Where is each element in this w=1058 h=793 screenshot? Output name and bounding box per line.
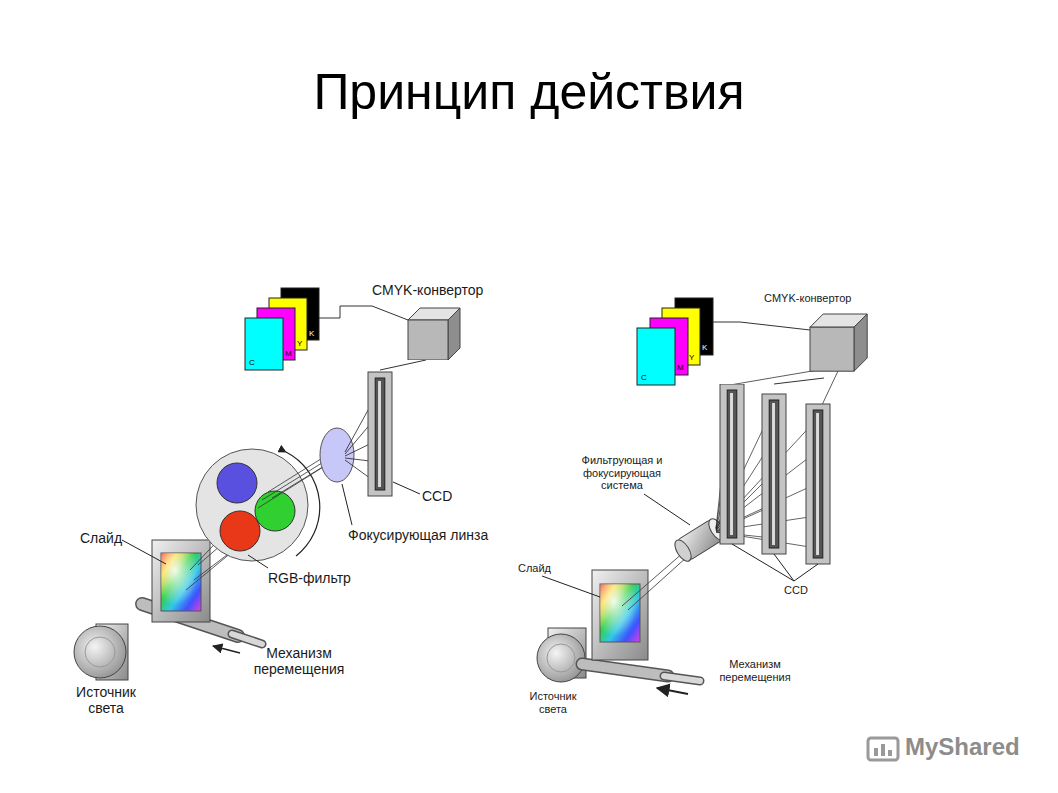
converter-box: CMYK-конвертор [764,292,900,378]
part-label: Слайд [518,562,551,575]
ccd-sensor-figure [718,384,848,604]
ccd-sensor: CCD [362,370,462,510]
focusing-lens [320,428,354,482]
sheet-letter: C [249,358,255,367]
part-label: Механизм перемещения [240,645,358,677]
slide [152,540,210,622]
cmyk-sheets [245,288,319,370]
moving-mechanism [582,664,700,694]
part-label: Механизм перемещения [710,658,800,683]
part-label: Фокусирующая линза [348,527,488,543]
cmyk-sheets [637,298,713,385]
part-label: Источник света [520,690,586,715]
slide-title: Принцип действия [0,62,1058,122]
ccd-sensor: CCD [718,384,848,604]
node-label: CCD [422,488,452,504]
node-label: CMYK-конвертор [372,282,483,298]
rgb-filter-wheel [196,449,320,561]
connector [380,360,426,370]
sheet-letter: M [285,349,292,358]
wire [319,306,408,320]
connector [774,378,824,384]
wire [713,322,810,330]
sheet-letter: C [641,373,647,382]
node-label: CCD [784,584,808,597]
sheet-letter: Y [689,353,694,362]
converter-box-figure [764,292,900,378]
part-label: Слайд [80,530,122,546]
slide [592,570,648,660]
part-label: RGB-фильтр [268,570,351,586]
node-label: CMYK-конвертор [764,292,851,305]
sheet-letter: M [677,363,684,372]
converter-box: CMYK-конвертор [372,282,512,360]
light-beams [622,552,688,610]
sheet-letter: K [702,343,707,352]
part-label: Фильтрующая и фокусирующая система [566,454,678,492]
watermark: MyShared [905,733,1020,761]
light-source [537,628,586,682]
sheet-letter: K [309,329,314,338]
watermark-icon [868,738,898,760]
sheet-letter: Y [297,339,302,348]
part-label: Источник света [66,684,146,716]
light-source [74,624,128,680]
